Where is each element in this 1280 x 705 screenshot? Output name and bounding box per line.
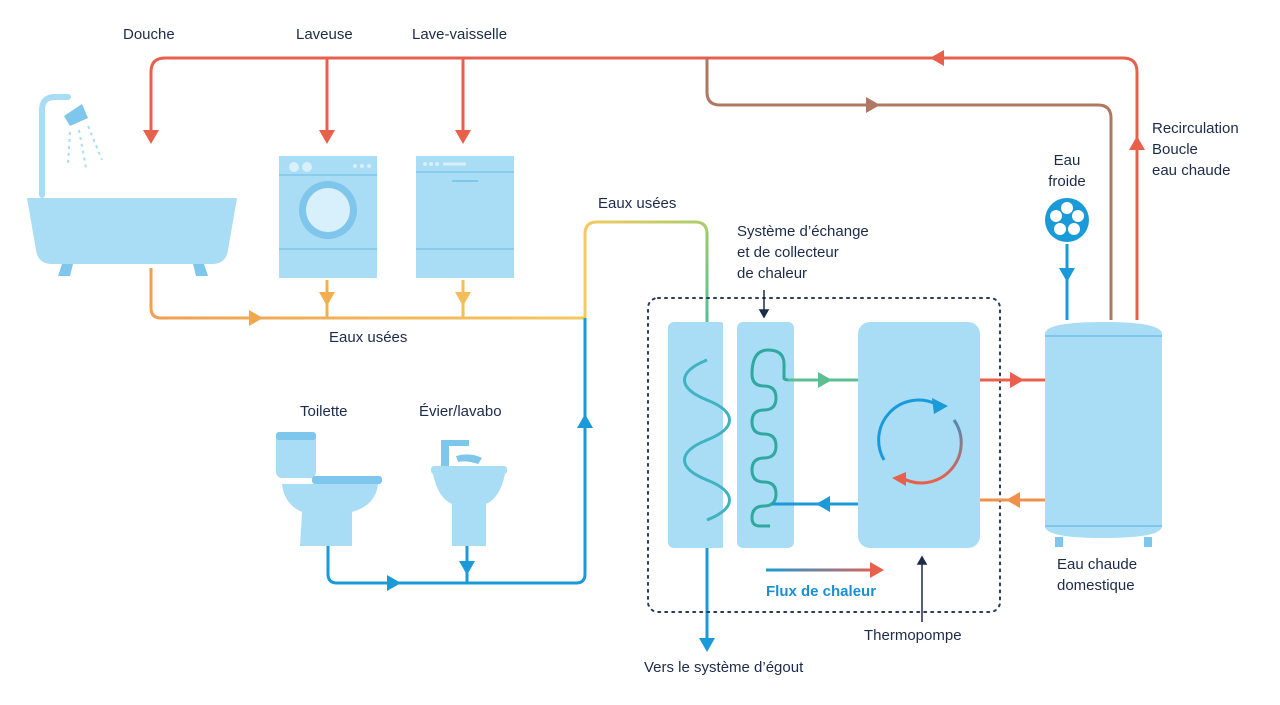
sink-icon <box>431 440 507 546</box>
heat-exchanger <box>668 322 794 548</box>
label-laveuse: Laveuse <box>296 26 353 43</box>
dishwasher-icon <box>416 156 514 278</box>
label-eau-chaude-domestique: Eau chaude domestique <box>1057 556 1138 594</box>
arrow-left-top <box>930 50 944 66</box>
shower-icon <box>39 94 103 198</box>
waste-water-arrows <box>249 292 715 652</box>
bathtub-icon <box>27 198 237 276</box>
recirculation-loop <box>705 58 1113 320</box>
hot-water-arrows <box>143 50 1145 150</box>
arrow-up-recirculation <box>1129 136 1145 150</box>
label-toilette: Toilette <box>300 403 348 420</box>
arrow-down-lave-vaisselle <box>455 130 471 144</box>
label-thermopompe: Thermopompe <box>864 627 962 644</box>
cold-water-supply <box>1059 244 1075 320</box>
label-pointers <box>758 290 928 622</box>
label-eau-froide: Eau froide <box>1048 152 1086 190</box>
label-systeme-echange: Système d’échange et de collecteur de ch… <box>737 223 869 282</box>
label-eaux-usees-top: Eaux usées <box>598 195 677 212</box>
label-douche: Douche <box>123 26 175 43</box>
arrow-down-laveuse <box>319 130 335 144</box>
tank-connections <box>980 378 1045 502</box>
label-flux-chaleur: Flux de chaleur <box>766 583 877 600</box>
hot-water-supply-lines <box>149 56 1139 320</box>
label-eaux-usees-mid: Eaux usées <box>329 329 408 346</box>
label-evier-lavabo: Évier/lavabo <box>419 403 502 420</box>
label-vers-egout: Vers le système d’égout <box>644 659 804 676</box>
washer-icon <box>279 156 377 278</box>
label-recirculation: Recirculation Boucle eau chaude <box>1152 120 1239 179</box>
cold-water-valve-icon <box>1045 198 1089 242</box>
waste-water-lines <box>149 220 709 640</box>
heat-flow-arrow <box>766 562 884 578</box>
grey-water-arrows <box>387 414 593 591</box>
arrow-down-douche <box>143 130 159 144</box>
toilet-icon <box>276 432 382 546</box>
label-lave-vaisselle: Lave-vaisselle <box>412 26 508 43</box>
hot-water-tank <box>1045 322 1162 547</box>
heat-pump-cycle-icon <box>877 398 963 486</box>
heat-pump <box>858 322 980 548</box>
